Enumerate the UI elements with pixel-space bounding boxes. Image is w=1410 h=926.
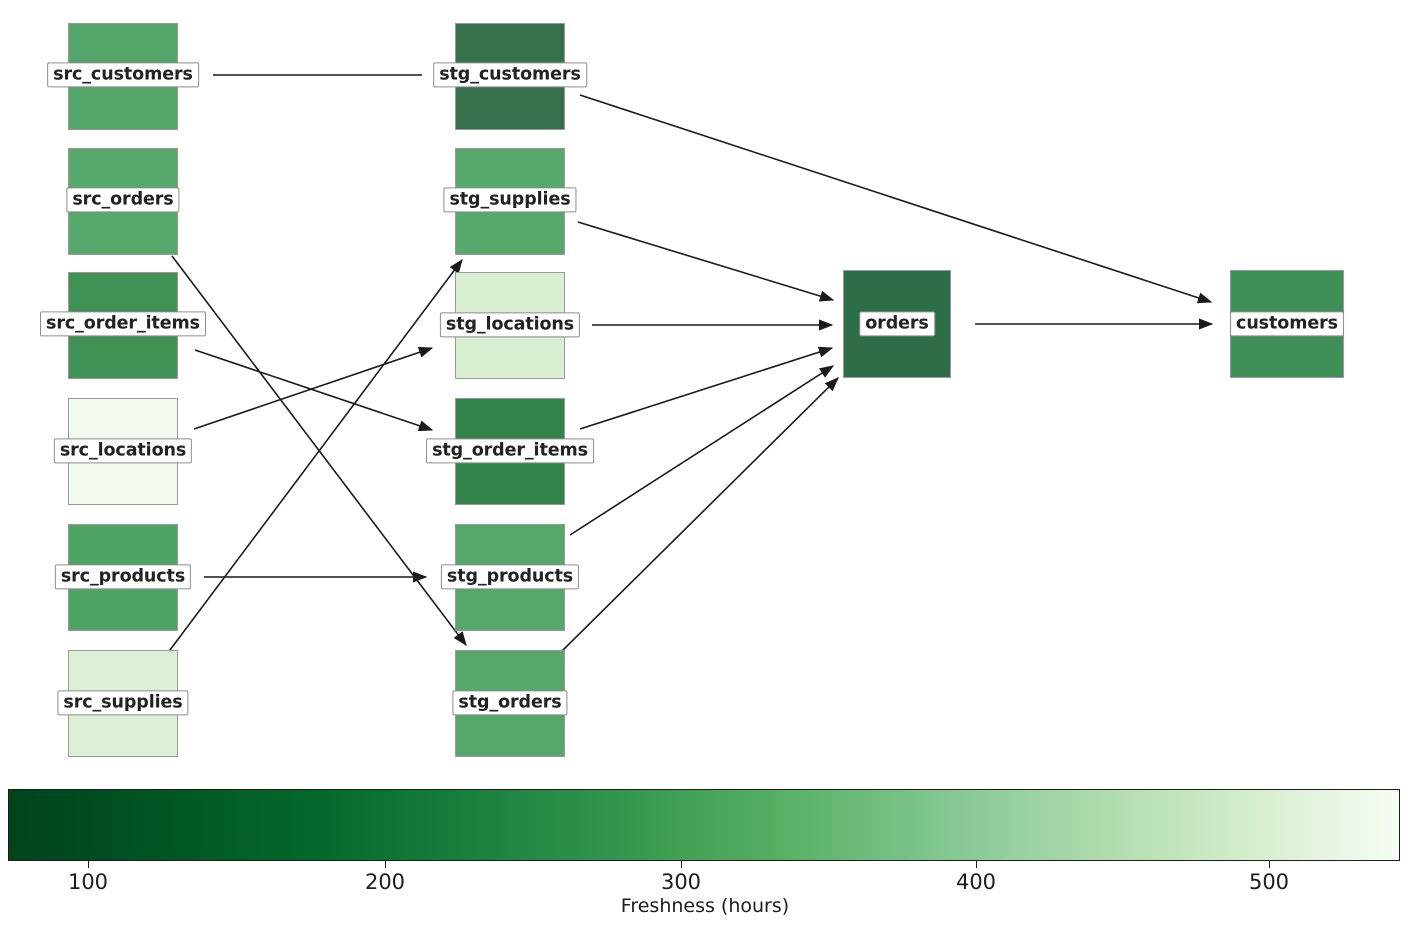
- edge-stg_orders-orders: [561, 377, 839, 652]
- node-label-customers[interactable]: customers: [1230, 311, 1344, 337]
- edge-stg_customers-customers: [579, 94, 1213, 304]
- edge-stg_order_items-orders: [579, 346, 834, 430]
- colorbar-gradient: [8, 789, 1400, 861]
- colorbar-tick-mark-200: [385, 861, 386, 868]
- node-label-src_products[interactable]: src_products: [54, 564, 192, 590]
- colorbar-tick-label-500: 500: [1248, 870, 1290, 894]
- colorbar-tick-label-300: 300: [660, 870, 702, 894]
- node-label-orders[interactable]: orders: [859, 311, 935, 337]
- colorbar-tick-label-100: 100: [67, 870, 109, 894]
- colorbar: [8, 789, 1400, 861]
- colorbar-tick-mark-100: [88, 861, 89, 868]
- node-label-stg_orders[interactable]: stg_orders: [452, 690, 568, 716]
- colorbar-tick-label-200: 200: [364, 870, 406, 894]
- edge-src_locations-stg_locations: [193, 346, 434, 430]
- node-label-src_order_items[interactable]: src_order_items: [40, 311, 206, 337]
- node-label-stg_products[interactable]: stg_products: [440, 564, 580, 590]
- colorbar-title: Freshness (hours): [620, 895, 790, 917]
- colorbar-tick-mark-400: [976, 861, 977, 868]
- colorbar-tick-label-400: 400: [955, 870, 997, 894]
- edge-layer: [169, 74, 1214, 652]
- edge-stg_products-orders: [569, 365, 835, 536]
- edge-src_supplies-stg_supplies: [169, 258, 463, 651]
- colorbar-tick-mark-300: [681, 861, 682, 868]
- node-label-stg_locations[interactable]: stg_locations: [439, 312, 581, 338]
- node-label-stg_order_items[interactable]: stg_order_items: [426, 438, 594, 464]
- graph-layer: src_customers src_orders src_order_items…: [40, 23, 1344, 757]
- edge-src_order_items-stg_order_items: [194, 349, 434, 432]
- node-label-src_locations[interactable]: src_locations: [53, 438, 193, 464]
- node-label-src_orders[interactable]: src_orders: [66, 187, 180, 213]
- node-label-stg_customers[interactable]: stg_customers: [433, 62, 587, 88]
- node-label-src_customers[interactable]: src_customers: [47, 62, 199, 88]
- colorbar-tick-mark-500: [1269, 861, 1270, 868]
- node-label-stg_supplies[interactable]: stg_supplies: [443, 187, 577, 213]
- colorbar-ticks: 100 200 300 400 500: [0, 861, 1410, 921]
- node-label-src_supplies[interactable]: src_supplies: [57, 690, 189, 716]
- edge-stg_supplies-orders: [577, 221, 835, 302]
